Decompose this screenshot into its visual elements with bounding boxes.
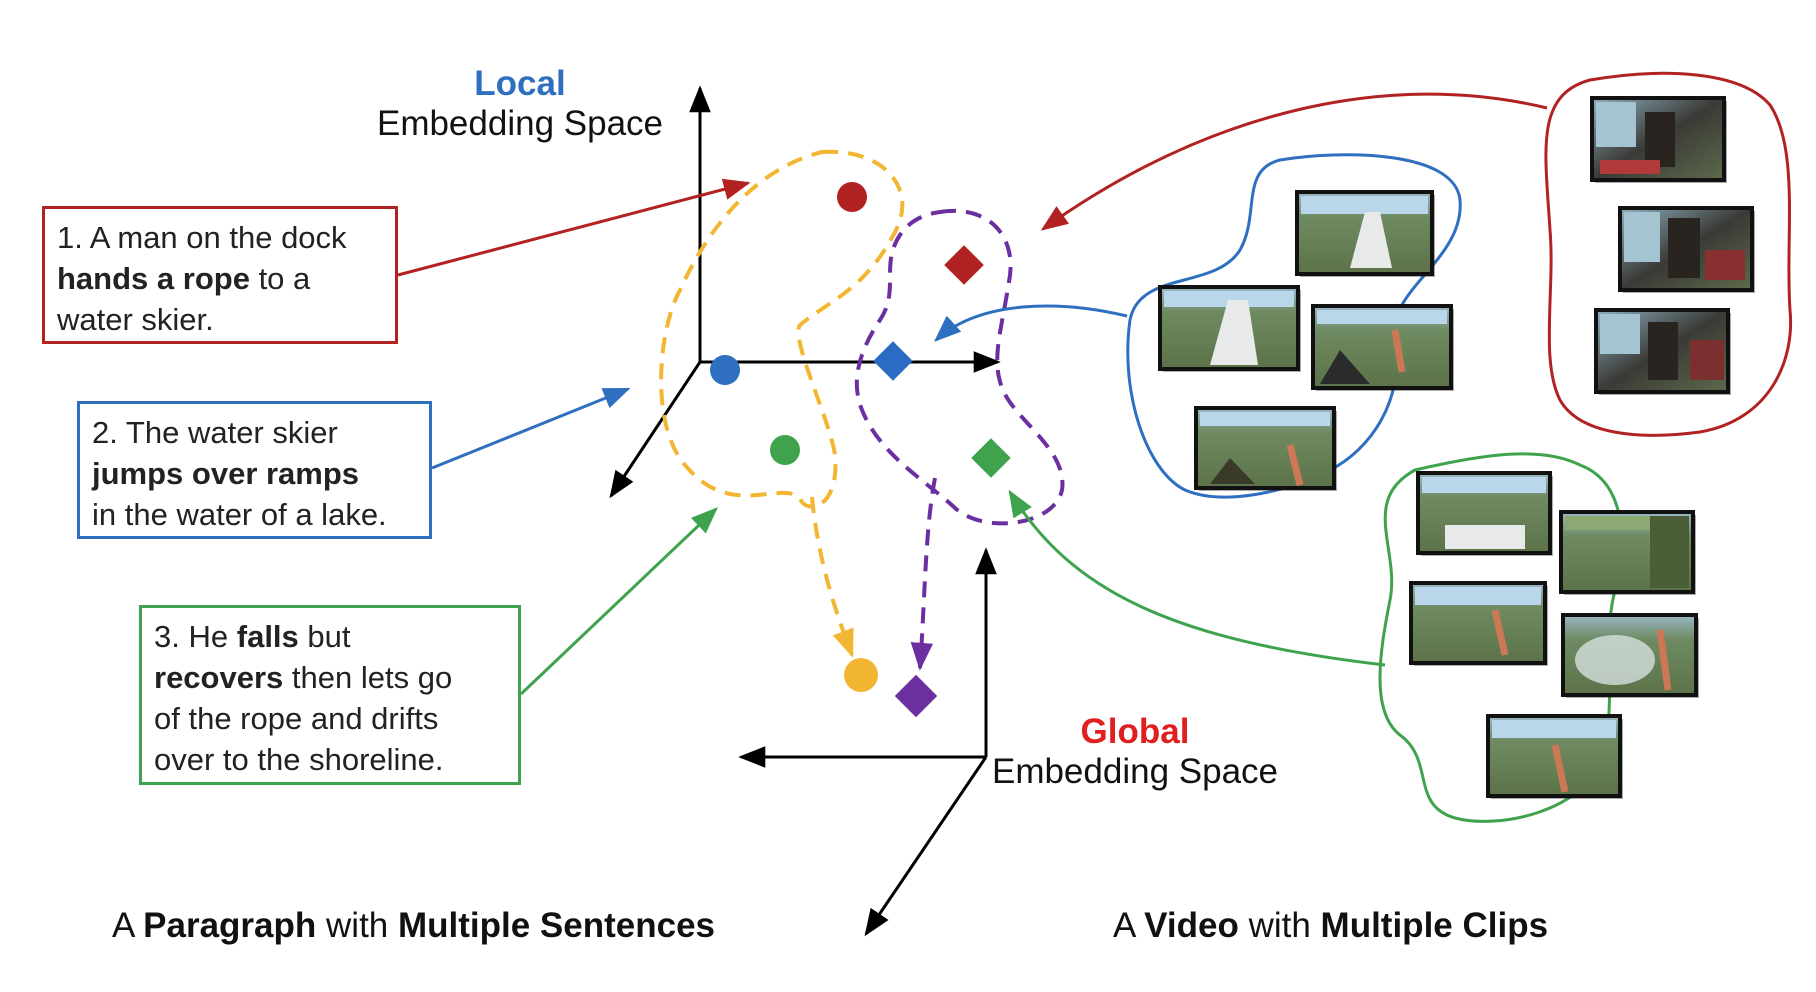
sentence-box-2: 2. The water skier jumps over ramps in t…	[77, 401, 432, 539]
frame-3d	[1561, 613, 1699, 698]
sentence1-num: 1.	[57, 220, 83, 255]
sentence3-pre: He	[188, 619, 229, 654]
sentence2-num: 2.	[92, 415, 118, 450]
global-space-title: Global Embedding Space	[985, 712, 1285, 792]
local-clip3-point	[971, 438, 1011, 478]
local-space-title: Local Embedding Space	[370, 64, 670, 144]
clip2-arrow	[934, 304, 1128, 342]
local-space-label: Embedding Space	[376, 104, 664, 143]
video-caption-b2: Multiple Clips	[1320, 906, 1549, 945]
local-sentence1-point	[837, 182, 867, 212]
global-paragraph-point	[844, 658, 878, 692]
paragraph-caption-c: with	[326, 906, 389, 945]
sentence1-arrow	[397, 178, 751, 277]
frame-2b	[1158, 285, 1301, 372]
sentence3-tail2: over to the shoreline.	[154, 742, 444, 777]
sentence3-bold2: recovers	[154, 660, 284, 695]
local-clip2-point	[873, 341, 913, 381]
global-axes	[738, 547, 997, 937]
clip-group-1-frames	[1590, 96, 1755, 395]
sentence1-post: to a	[258, 261, 311, 296]
video-caption-c: with	[1248, 906, 1311, 945]
frame-2a	[1295, 190, 1435, 277]
frame-1b	[1618, 206, 1755, 293]
clip-group-1-outline	[1544, 71, 1793, 437]
sentence1-tail: water skier.	[57, 302, 214, 337]
sentence3-tail: of the rope and drifts	[154, 701, 439, 736]
paragraph-caption-b1: Paragraph	[143, 906, 317, 945]
local-axes	[609, 85, 1001, 499]
clip-group-3-frames	[1409, 471, 1699, 799]
sentence2-bold: jumps over ramps	[92, 456, 360, 491]
frame-2d	[1194, 406, 1337, 491]
frame-1c	[1594, 308, 1731, 395]
paragraph-aggregate-arrow	[810, 496, 854, 658]
local-space-highlight: Local	[474, 64, 566, 103]
clip1-arrow	[1040, 92, 1548, 231]
frame-2c	[1311, 304, 1454, 391]
clip-group-2-frames	[1158, 190, 1454, 491]
global-video-point	[894, 674, 938, 718]
paragraph-cluster-outline	[659, 149, 905, 509]
sentence3-post: but	[307, 619, 351, 654]
frame-3c	[1409, 581, 1548, 666]
clip-group-3-outline	[1378, 452, 1624, 823]
clip3-arrow	[1008, 489, 1386, 667]
frame-3a	[1416, 471, 1553, 556]
paragraph-caption-a: A	[112, 906, 134, 945]
local-clip1-point	[944, 245, 984, 285]
paragraph-caption: A Paragraph with Multiple Sentences	[112, 906, 715, 946]
paragraph-caption-b2: Multiple Sentences	[398, 906, 716, 945]
sentence3-post2: then lets go	[291, 660, 453, 695]
clip-group-2-outline	[1126, 153, 1462, 499]
video-aggregate-arrow	[910, 477, 937, 671]
local-sentence3-point	[770, 435, 800, 465]
local-sentence2-point	[710, 355, 740, 385]
video-caption: A Video with Multiple Clips	[1113, 906, 1548, 946]
video-caption-a: A	[1113, 906, 1135, 945]
frame-1a	[1590, 96, 1727, 183]
global-space-highlight: Global	[1080, 712, 1190, 751]
global-space-label: Embedding Space	[991, 752, 1279, 791]
video-caption-b1: Video	[1144, 906, 1239, 945]
sentence-box-1: 1. A man on the dock hands a rope to a w…	[42, 206, 398, 344]
frame-3e	[1486, 714, 1623, 799]
sentence3-arrow	[519, 507, 718, 696]
sentence3-num: 3.	[154, 619, 180, 654]
sentence1-bold: hands a rope	[57, 261, 250, 296]
sentence2-arrow	[431, 387, 631, 470]
frame-3b	[1559, 510, 1696, 595]
sentence3-bold: falls	[236, 619, 299, 654]
sentence2-pre: The water skier	[125, 415, 338, 450]
sentence2-tail: in the water of a lake.	[92, 497, 387, 532]
sentence1-pre: A man on the dock	[89, 220, 347, 255]
sentence-box-3: 3. He falls but recovers then lets go of…	[139, 605, 521, 785]
